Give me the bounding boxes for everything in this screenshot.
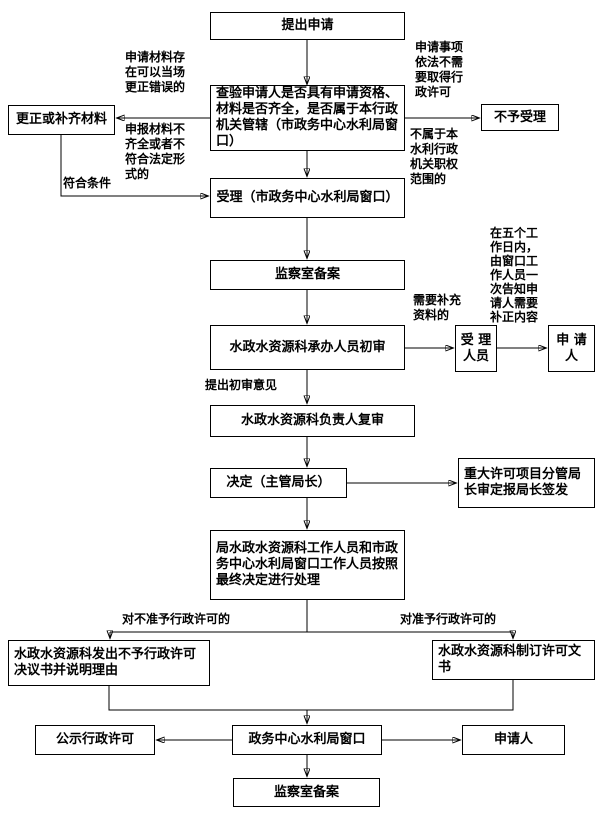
node-service-window: 政务中心水利局窗口 bbox=[232, 725, 382, 755]
arrow-correct-to-accept bbox=[60, 135, 208, 196]
line-branch-merge bbox=[108, 680, 514, 711]
annotation-outside-jurisdiction: 不属于本水利行政机关职权范围的 bbox=[410, 127, 459, 186]
node-final-processing: 局水政水资源科工作人员和市政务中心水利局窗口工作人员按照最终决定进行处理 bbox=[210, 530, 405, 600]
node-initial-review: 水政水资源科承办人员初审 bbox=[210, 325, 405, 370]
node-lead-review: 水政水资源科负责人复审 bbox=[210, 405, 415, 437]
node-acceptor-staff: 受 理人员 bbox=[455, 325, 497, 372]
annotation-correctable-onsite: 申请材料存在可以当场更正错误的 bbox=[125, 50, 186, 94]
annotation-initial-opinion: 提出初审意见 bbox=[205, 378, 278, 392]
node-decision: 决定（主管局长） bbox=[210, 468, 347, 498]
node-applicant-side: 申 请人 bbox=[548, 325, 595, 372]
node-reject-application: 不予受理 bbox=[481, 104, 559, 131]
annotation-incomplete-materials: 申报材料不齐全或者不符合法定形式的 bbox=[125, 122, 186, 181]
node-correct-materials: 更正或补齐材料 bbox=[8, 105, 115, 135]
node-major-project-approval: 重大许可项目分管局长审定报局长签发 bbox=[458, 458, 595, 508]
node-permit-document: 水政水资源科制订许可文书 bbox=[432, 640, 595, 680]
node-supervision-record-2: 监察室备案 bbox=[233, 778, 380, 807]
annotation-need-supplement: 需要补充资料的 bbox=[413, 293, 462, 322]
node-applicant-bottom: 申请人 bbox=[462, 725, 565, 755]
annotation-approved-label: 对准予行政许可的 bbox=[400, 612, 497, 626]
annotation-denied-label: 对不准予行政许可的 bbox=[122, 612, 231, 626]
node-submit-application: 提出申请 bbox=[210, 12, 405, 40]
annotation-qualified: 符合条件 bbox=[63, 176, 112, 190]
node-denial-document: 水政水资源科发出不予行政许可决议书并说明理由 bbox=[8, 640, 210, 686]
annotation-no-permit-required: 申请事项依法不需要取得行政许可 bbox=[415, 40, 464, 99]
line-branch-split bbox=[110, 600, 513, 633]
node-supervision-record-1: 监察室备案 bbox=[210, 260, 405, 290]
node-accept-application: 受理（市政务中心水利局窗口） bbox=[210, 178, 405, 218]
node-publicize-permit: 公示行政许可 bbox=[35, 725, 155, 755]
node-verify-application: 查验申请人是否具有申请资格、材料是否齐全，是否属于本行政机关管辖（市政务中心水利… bbox=[210, 85, 405, 151]
annotation-five-working-days: 在五个工作日内，由窗口工作人员一次告知申请人需要补正内容 bbox=[490, 226, 539, 324]
